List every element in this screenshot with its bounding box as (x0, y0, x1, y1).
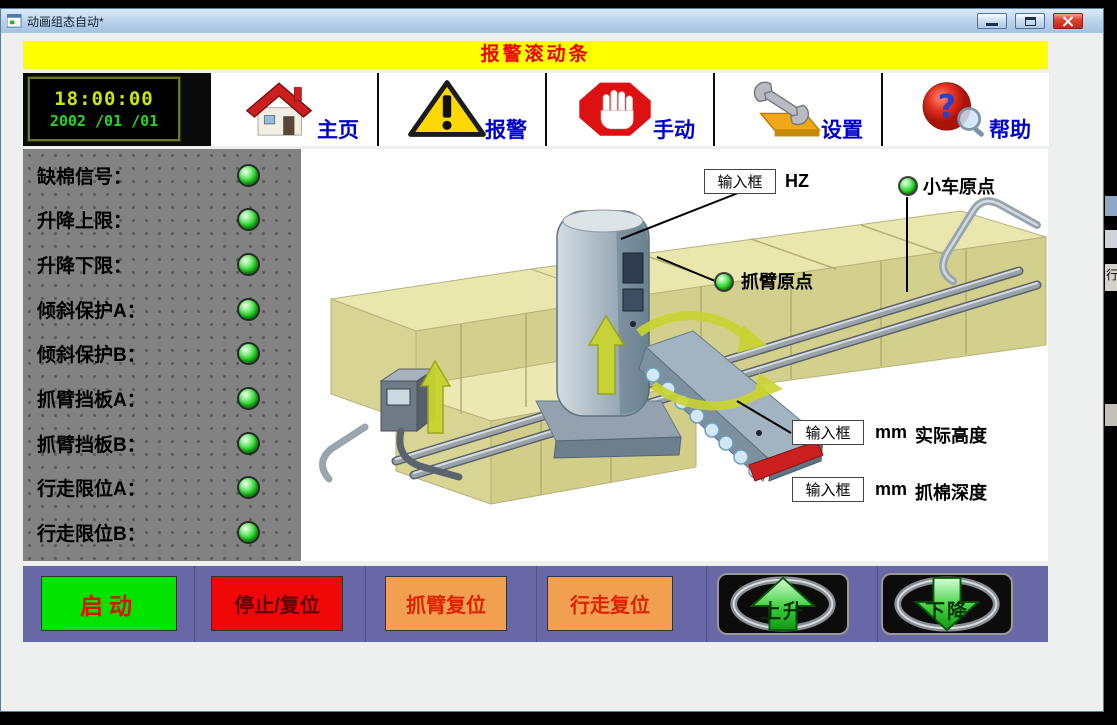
arm-origin-led (715, 273, 733, 291)
help-icon: ? (922, 82, 984, 137)
toolbar-button-label: 主页 (317, 119, 359, 142)
led-indicator (237, 342, 260, 366)
status-label: 倾斜保护A： (37, 300, 146, 322)
frequency-unit: HZ (785, 171, 809, 191)
status-row: 抓臂挡板B： (37, 430, 301, 457)
arm-origin-label: 抓臂原点 (741, 272, 813, 292)
led-indicator (237, 253, 260, 277)
status-row: 升降上限： (37, 206, 301, 233)
toolbar: 18:00:00 2002 /01 /01 主页 (23, 73, 1049, 146)
control-bar: 启动 停止/复位 抓臂复位 行走复位 上升 (23, 566, 1048, 642)
led-indicator (237, 476, 260, 500)
start-button[interactable]: 启动 (41, 576, 177, 631)
background-window-fragment (1105, 230, 1117, 248)
status-label: 抓臂挡板B： (37, 434, 146, 456)
arrow-up-icon (730, 576, 836, 632)
home-icon (245, 82, 313, 136)
background-window-fragment: 行 (1105, 264, 1117, 291)
maximize-button[interactable] (1015, 13, 1045, 29)
height-unit: mm (875, 422, 908, 442)
status-row: 行走限位B： (37, 519, 301, 546)
down-button[interactable]: 下降 (881, 573, 1013, 635)
home-button[interactable]: 主页 (211, 73, 377, 146)
led-indicator (237, 163, 260, 187)
grab-depth-input[interactable] (792, 477, 864, 502)
divider (194, 566, 195, 642)
window-title: 动画组态自动* (27, 14, 104, 29)
close-icon (1062, 15, 1074, 27)
status-row: 倾斜保护B： (37, 340, 301, 367)
cart-origin-led (899, 177, 917, 195)
status-label: 倾斜保护B： (37, 345, 146, 367)
led-indicator (237, 297, 260, 321)
actual-height-input[interactable] (792, 420, 864, 445)
toolbar-button-label: 报警 (485, 119, 527, 142)
status-row: 行走限位A： (37, 474, 301, 501)
status-row: 升降下限： (37, 251, 301, 278)
toolbar-button-label: 设置 (821, 119, 863, 142)
walk-reset-button[interactable]: 行走复位 (547, 576, 673, 631)
alarm-scroll-bar: 报警滚动条 (23, 41, 1048, 69)
background-window-fragment (1105, 404, 1117, 426)
machine-illustration (319, 192, 1047, 505)
status-panel: 缺棉信号： 升降上限： 升降下限： 倾斜保护A： 倾斜保护B： 抓臂挡板A： 抓… (23, 149, 301, 561)
down-button-label: 下降 (925, 601, 969, 623)
height-label: 实际高度 (915, 426, 987, 446)
led-indicator (237, 208, 260, 232)
status-label: 升降上限： (37, 211, 133, 233)
depth-unit: mm (875, 479, 908, 499)
manual-button[interactable]: 手动 (547, 73, 713, 146)
maximize-icon (1024, 16, 1036, 26)
stop-hand-icon (576, 79, 654, 139)
divider (365, 566, 366, 642)
close-button[interactable] (1053, 13, 1083, 29)
svg-text:?: ? (937, 88, 956, 126)
arm-reset-button[interactable]: 抓臂复位 (385, 576, 507, 631)
minimize-icon (986, 23, 998, 26)
status-label: 缺棉信号： (37, 166, 133, 188)
led-indicator (237, 431, 260, 455)
clock-display: 18:00:00 2002 /01 /01 (27, 76, 181, 142)
cart-origin-label: 小车原点 (923, 177, 995, 197)
machine-diagram: HZ 小车原点 抓臂原点 mm 实际高度 mm 抓棉深度 (301, 149, 1048, 561)
clock-time: 18:00:00 (54, 88, 154, 110)
status-label: 行走限位B： (37, 524, 146, 546)
status-row: 抓臂挡板A： (37, 385, 301, 412)
status-row: 缺棉信号： (37, 162, 301, 189)
toolbar-button-label: 手动 (653, 119, 695, 142)
divider (877, 566, 878, 642)
help-button[interactable]: ? 帮助 (883, 73, 1049, 146)
led-indicator (237, 387, 260, 411)
alarm-icon (408, 80, 486, 137)
status-label: 升降下限： (37, 256, 133, 278)
status-label: 抓臂挡板A： (37, 390, 146, 412)
wrench-icon (753, 81, 821, 137)
background-window-fragment (1105, 196, 1117, 216)
window-icon (7, 14, 22, 28)
frequency-input[interactable] (704, 169, 776, 194)
led-indicator (237, 521, 260, 545)
stop-reset-button[interactable]: 停止/复位 (211, 576, 343, 631)
up-button[interactable]: 上升 (717, 573, 849, 635)
alarm-button[interactable]: 报警 (379, 73, 545, 146)
status-label: 行走限位A： (37, 479, 146, 501)
arrow-down-icon (894, 576, 1000, 632)
divider (536, 566, 537, 642)
app-window: 动画组态自动* 报警滚动条 18:00:00 2002 /01 /01 (0, 8, 1104, 712)
titlebar[interactable]: 动画组态自动* (1, 9, 1103, 33)
toolbar-button-label: 帮助 (989, 119, 1031, 142)
divider (706, 566, 707, 642)
depth-label: 抓棉深度 (915, 483, 987, 503)
clock-date: 2002 /01 /01 (49, 112, 159, 130)
minimize-button[interactable] (977, 13, 1007, 29)
status-row: 倾斜保护A： (37, 296, 301, 323)
settings-button[interactable]: 设置 (715, 73, 881, 146)
up-button-label: 上升 (761, 601, 805, 623)
